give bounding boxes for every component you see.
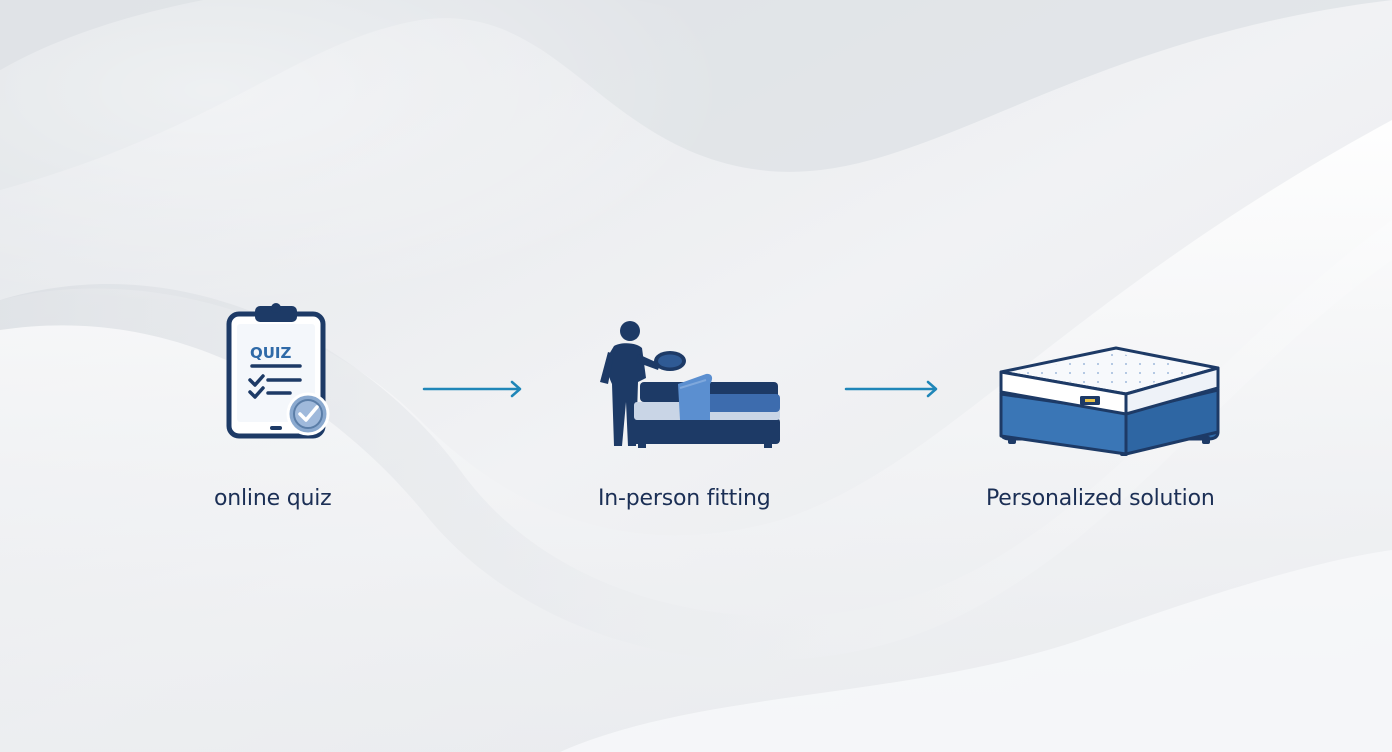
- step-label-personalized-solution: Personalized solution: [986, 486, 1215, 511]
- quiz-badge-text: QUIZ: [250, 344, 292, 362]
- person-fitting-bed-icon: [600, 321, 780, 448]
- mattress-icon: [999, 346, 1220, 456]
- step-label-in-person-fitting: In-person fitting: [598, 486, 771, 511]
- step-label-online-quiz: online quiz: [214, 486, 332, 511]
- arrow-right-icon: [422, 380, 522, 398]
- arrow-right-icon: [844, 380, 938, 398]
- clipboard-quiz-icon: QUIZ: [226, 303, 330, 439]
